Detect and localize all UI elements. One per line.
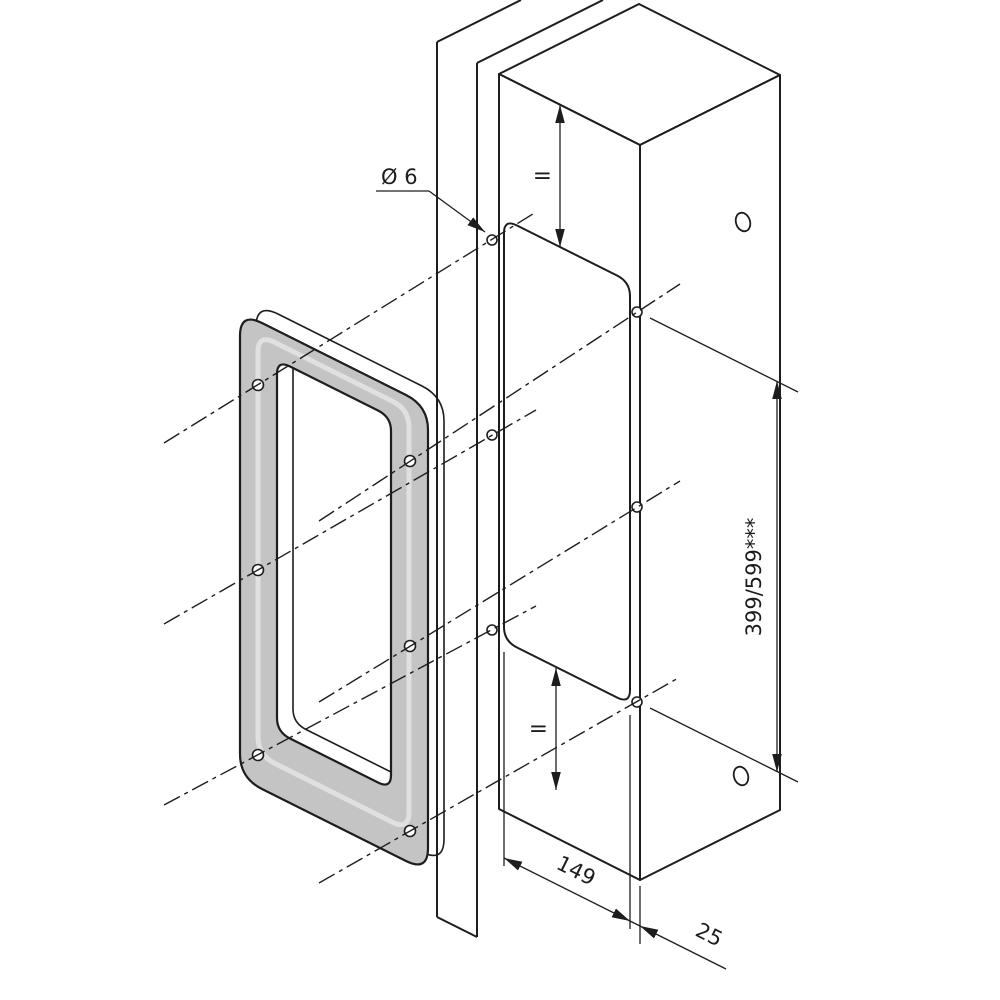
equal-label-bottom: = [529, 716, 548, 742]
center-line [163, 605, 537, 806]
leader-line [428, 190, 486, 233]
assembly-center-lines [163, 211, 681, 884]
post-bottom-edge [436, 916, 478, 938]
mounting-frame [238, 309, 445, 866]
column-side-panel-with-cutout [498, 73, 641, 881]
dimension-line [629, 920, 641, 927]
corner-hole-mark [732, 765, 750, 787]
post-top-edge [476, 0, 604, 64]
extension-line [649, 317, 799, 393]
dim-hole-diameter: Ø 6 [376, 165, 486, 233]
dim-equal-bottom: = [529, 668, 561, 790]
dim-edge-offset: 25 [629, 886, 727, 970]
front-post [436, 0, 604, 938]
equal-label-top: = [533, 163, 552, 189]
frame-molding-highlight [255, 337, 412, 828]
dimension-line [503, 857, 631, 922]
dimension-tail [639, 925, 727, 970]
edge-offset-label: 25 [692, 918, 727, 951]
dimensions: Ø 6 = = 399/599*** [376, 105, 799, 970]
center-line [163, 211, 537, 444]
center-line [318, 283, 681, 522]
corner-hole-mark [734, 211, 752, 233]
dim-height: 399/599*** [649, 317, 799, 783]
panel-hole [486, 624, 498, 636]
panel-hole [631, 501, 643, 513]
frame-face [238, 318, 430, 866]
height-label: 399/599*** [742, 518, 766, 637]
center-line [318, 480, 681, 703]
dim-equal-top: = [533, 105, 565, 247]
cabinet-column [486, 3, 781, 881]
panel-hole [631, 306, 643, 318]
hole-diameter-label: Ø 6 [381, 165, 418, 189]
center-line [318, 676, 681, 884]
center-line [163, 409, 537, 625]
column-front-face [639, 74, 781, 881]
post-top-edge [436, 0, 522, 43]
